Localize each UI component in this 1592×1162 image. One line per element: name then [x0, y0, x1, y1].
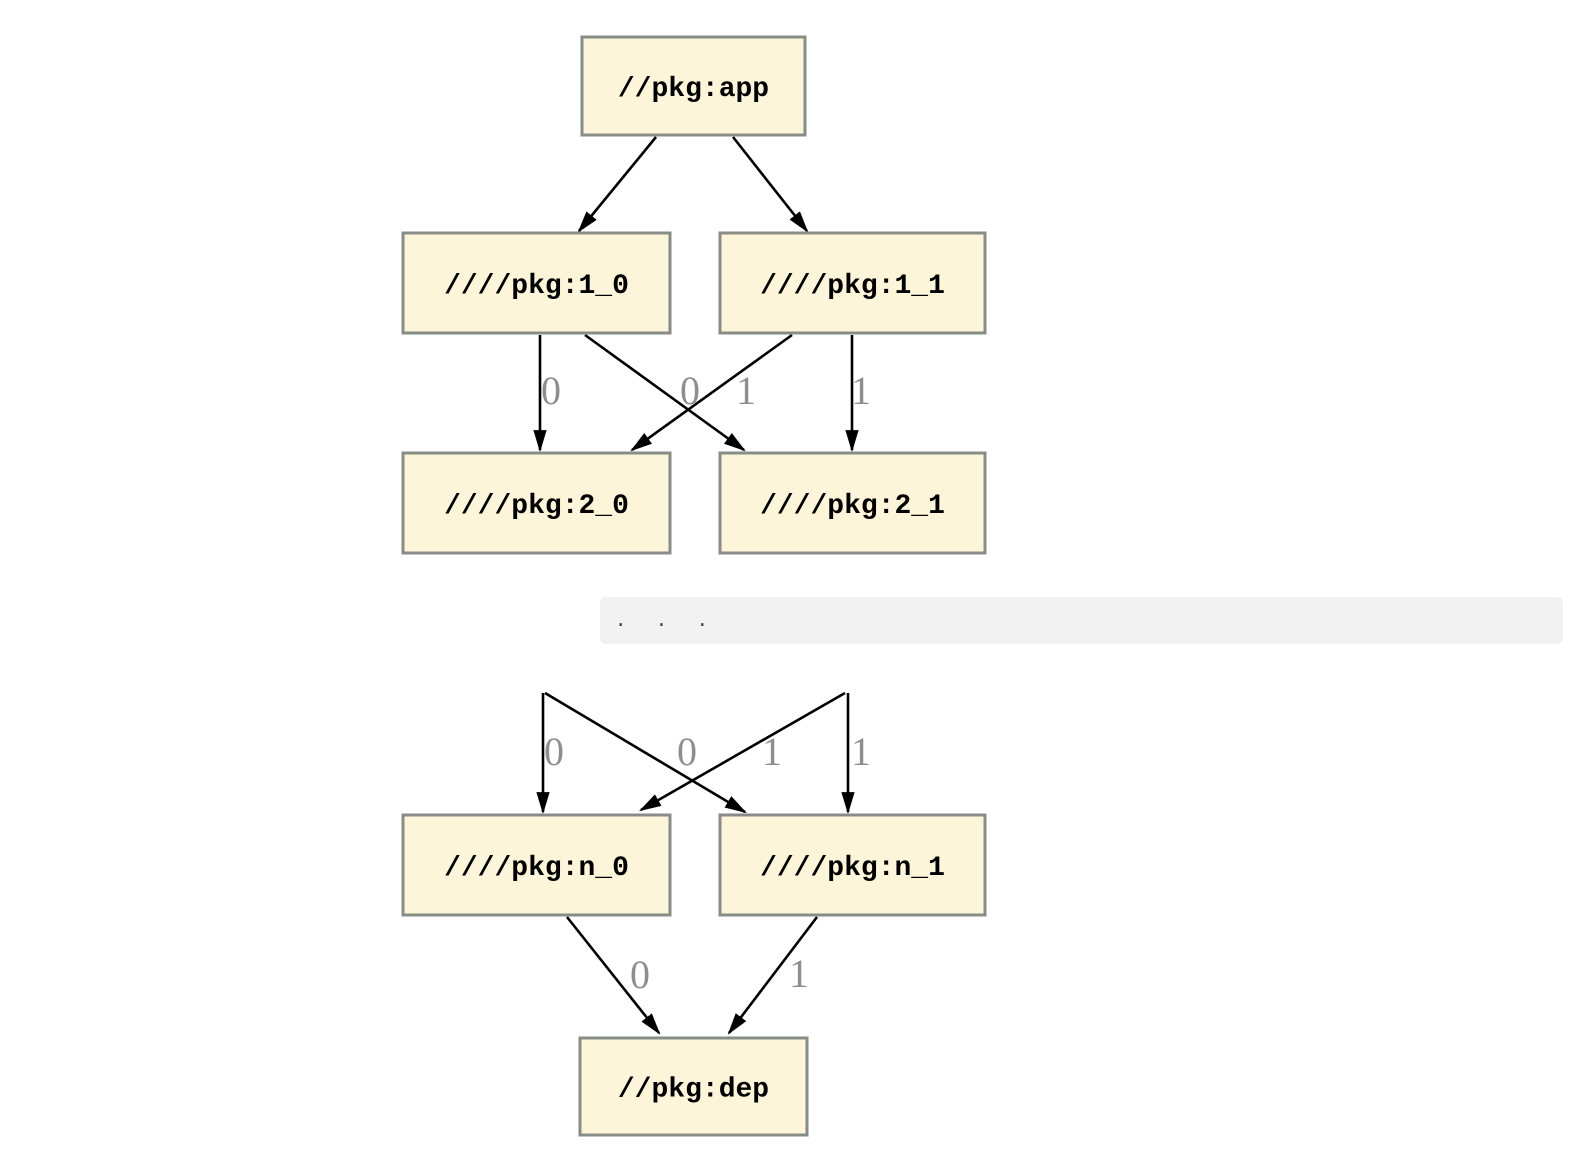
node-label-n_1: ////pkg:n_1 — [760, 853, 945, 884]
edge-1_0-to-2_1 — [584, 333, 746, 452]
edge-label-ellipsis-to-n_0: 0 — [544, 729, 564, 774]
node-dep — [578, 1036, 809, 1137]
node-label-1_1: ////pkg:1_1 — [760, 271, 945, 302]
edge-n_0-to-dep — [565, 916, 661, 1035]
edge-ellipsis-to-n_0 — [639, 691, 846, 812]
edge-app-to-1_0 — [577, 136, 658, 233]
edge-label-n_1-to-dep: 1 — [789, 951, 809, 996]
edge-label-1_1-to-2_1: 1 — [851, 368, 871, 413]
node-n_1 — [718, 813, 987, 917]
node-label-2_0: ////pkg:2_0 — [444, 491, 629, 522]
edge-label-ellipsis-to-n_1: 1 — [851, 729, 871, 774]
node-2_1 — [718, 451, 987, 555]
node-label-n_0: ////pkg:n_0 — [444, 853, 629, 884]
node-label-2_1: ////pkg:2_1 — [760, 491, 945, 522]
nodes-layer: //pkg:app ////pkg:1_0 ////pkg:1_1 ////pkg:2… — [401, 35, 987, 1137]
ellipsis-text: . . . — [615, 609, 710, 632]
edge-label-1_0-to-2_0: 0 — [541, 368, 561, 413]
node-1_0 — [401, 231, 672, 335]
edges-layer — [533, 136, 859, 1035]
node-app — [580, 35, 807, 137]
ellipsis-code-block: . . . — [600, 597, 1563, 644]
edge-label-ellipsis-to-n_1: 0 — [677, 729, 697, 774]
edge-label-1_0-to-2_1: 0 — [680, 368, 700, 413]
edge-app-to-1_1 — [731, 136, 809, 233]
node-n_0 — [401, 813, 672, 917]
edge-n_1-to-dep — [727, 916, 819, 1035]
edge-label-1_1-to-2_0: 1 — [736, 368, 756, 413]
node-label-dep: //pkg:dep — [618, 1074, 769, 1105]
edge-label-ellipsis-to-n_0: 1 — [762, 729, 782, 774]
node-1_1 — [718, 231, 987, 335]
node-label-app: //pkg:app — [618, 74, 769, 105]
node-2_0 — [401, 451, 672, 555]
edge-label-n_0-to-dep: 0 — [630, 952, 650, 997]
edge-1_1-to-2_0 — [630, 333, 793, 452]
edge-ellipsis-to-n_1 — [544, 691, 747, 814]
node-label-1_0: ////pkg:1_0 — [444, 271, 629, 302]
